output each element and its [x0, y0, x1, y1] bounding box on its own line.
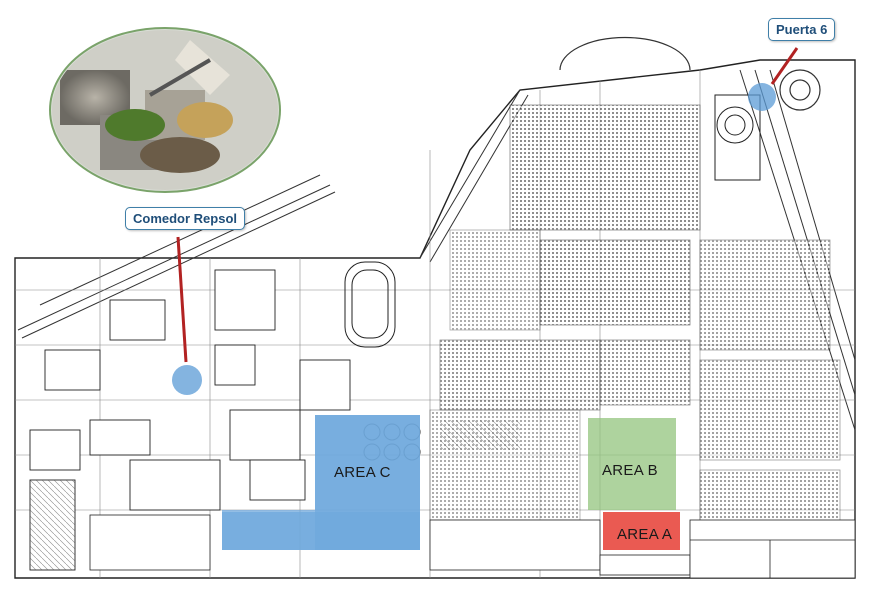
- area-b-label: AREA B: [602, 462, 658, 479]
- hatched-areas: [30, 420, 520, 570]
- area-a-label: AREA A: [617, 526, 673, 543]
- puerta-6-callout: Puerta 6: [768, 18, 836, 41]
- site-boundary: [14, 59, 856, 579]
- bottom-row-buildings: [89, 514, 691, 576]
- admin-buildings: [29, 269, 351, 571]
- comedor-pointer-line: [176, 236, 188, 363]
- area-a-zone: [603, 512, 680, 550]
- comedor-location-marker: [172, 365, 202, 395]
- roundabouts: [559, 36, 821, 111]
- area-c-label: AREA C: [334, 464, 391, 481]
- puerta-pointer-line: [770, 47, 799, 85]
- area-b-zone: [588, 418, 676, 510]
- comedor-repsol-callout: Comedor Repsol: [125, 207, 246, 230]
- puerta-location-marker: [748, 83, 776, 111]
- title-block: [689, 519, 856, 579]
- area-c-zone: [222, 415, 420, 550]
- process-units: [429, 104, 841, 551]
- cafeteria-food-tray-photo: [49, 27, 281, 193]
